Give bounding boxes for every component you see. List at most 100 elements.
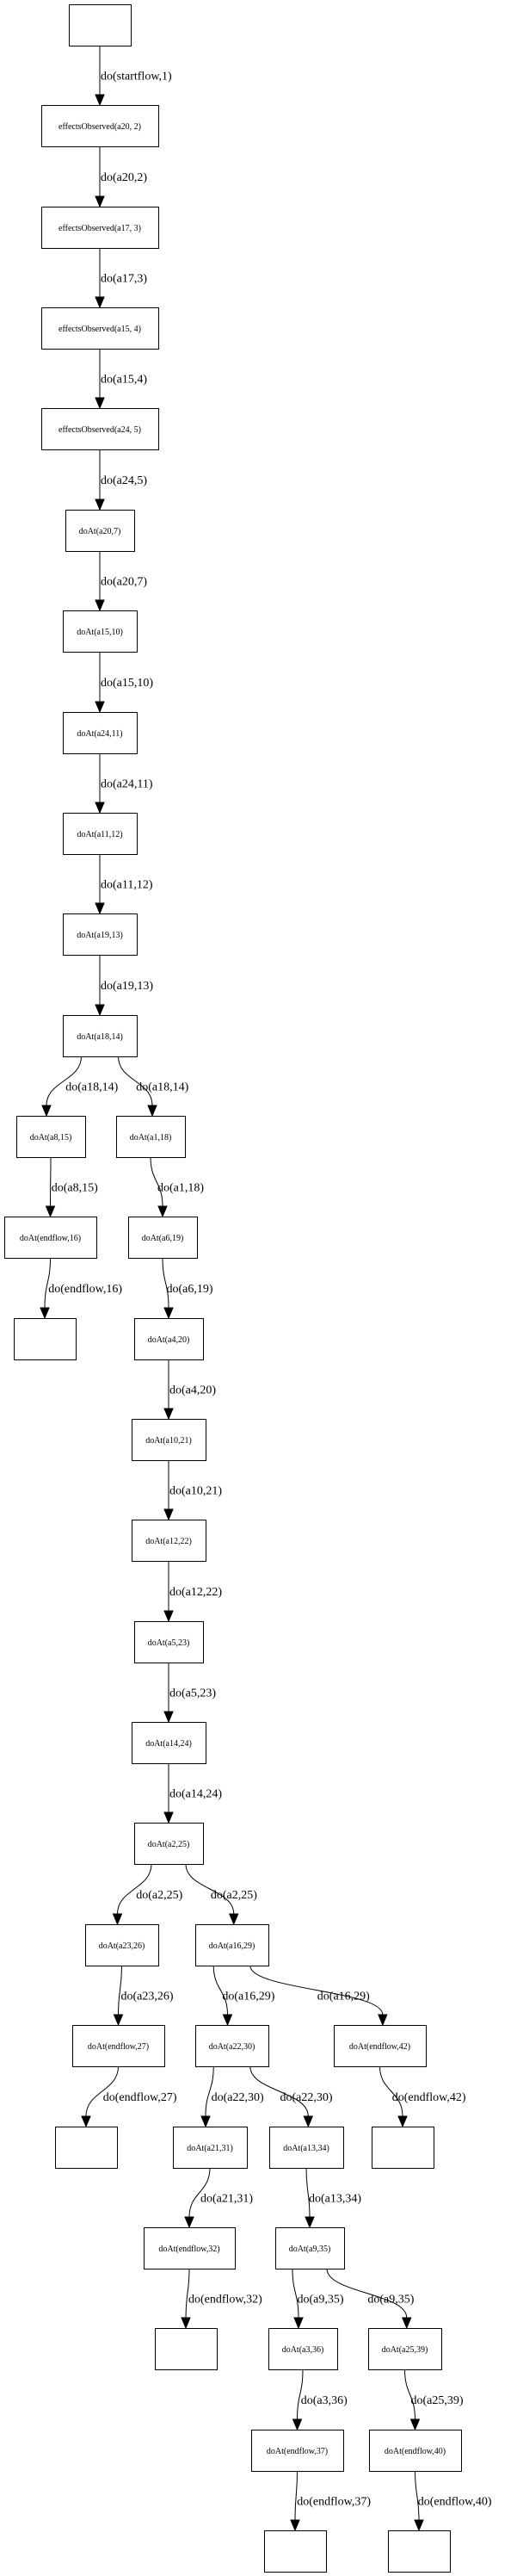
transition-edge: do(a10,21) — [163, 1460, 222, 1521]
state-node: doAt(a2,25) — [134, 1823, 204, 1865]
node-label: doAt(a13,34) — [283, 2144, 329, 2153]
node-box — [63, 610, 138, 653]
arrowhead-icon — [95, 701, 105, 714]
node-box — [116, 1116, 186, 1158]
state-node: doAt(a5,23) — [134, 1621, 204, 1663]
state-node: doAt(a25,39) — [368, 2328, 442, 2370]
arrowhead-icon — [112, 1913, 123, 1926]
transition-edge: do(a20,2) — [95, 146, 147, 208]
state-node: doAt(a10,21) — [132, 1419, 206, 1461]
node-box — [85, 1924, 159, 1966]
node-label: doAt(a18,14) — [77, 1032, 123, 1042]
transition-edge: do(endflow,16) — [40, 1257, 122, 1320]
transition-edge: do(a20,7) — [95, 550, 147, 612]
edge-label: do(a2,25) — [136, 1889, 182, 1902]
edge-label: do(a21,31) — [200, 2193, 253, 2206]
edge-label: do(a18,14) — [136, 1081, 188, 1094]
edge-line — [212, 1965, 228, 2016]
edge-label: do(a19,13) — [101, 980, 153, 993]
node-box — [65, 510, 135, 552]
edge-label: do(endflow,32) — [188, 2294, 262, 2307]
edge-line — [50, 1156, 52, 1207]
node-box — [63, 813, 138, 855]
node-box — [144, 2227, 236, 2269]
edge-label: do(a18,14) — [65, 1081, 118, 1094]
edge-label: do(a15,10) — [101, 677, 153, 690]
transition-edge: do(a6,19) — [162, 1257, 213, 1320]
node-box — [128, 1217, 198, 1259]
node-label: doAt(a22,30) — [209, 2042, 255, 2052]
node-label: doAt(a4,20) — [148, 1335, 190, 1345]
node-label: doAt(a14,24) — [145, 1739, 192, 1749]
node-label: doAt(endflow,40) — [385, 2447, 446, 2456]
node-label: doAt(a25,39) — [382, 2345, 428, 2355]
edge-label: do(a1,18) — [157, 1182, 204, 1195]
arrowhead-icon — [184, 2216, 194, 2229]
edges-layer: do(startflow,1)do(a20,2)do(a17,3)do(a15,… — [40, 45, 492, 2532]
state-node: doAt(a12,22) — [132, 1520, 206, 1562]
transition-edge: do(a22,30) — [200, 2065, 264, 2128]
state-node: effectsObserved(a15, 4) — [41, 307, 159, 350]
node-box — [195, 1924, 269, 1966]
arrowhead-icon — [163, 1408, 174, 1421]
transition-edge: do(a21,31) — [184, 2167, 253, 2229]
arrowhead-icon — [157, 1205, 168, 1218]
edge-label: do(a4,20) — [169, 1384, 216, 1397]
edge-line — [118, 1056, 153, 1106]
transition-edge: do(a4,20) — [163, 1359, 216, 1421]
edge-line — [326, 2268, 408, 2319]
edge-label: do(a25,39) — [411, 2394, 464, 2407]
node-box — [251, 2430, 344, 2472]
edge-line — [379, 2065, 403, 2117]
state-node: doAt(a9,35) — [275, 2227, 345, 2269]
arrowhead-icon — [200, 2115, 211, 2128]
node-box — [134, 1823, 204, 1865]
arrowhead-icon — [293, 2317, 304, 2330]
state-node: doAt(a23,26) — [85, 1924, 159, 1966]
terminal-node — [372, 2127, 434, 2169]
edge-label: do(a9,35) — [298, 2294, 344, 2307]
edge-line — [185, 2268, 190, 2319]
edge-label: do(startflow,1) — [101, 71, 172, 84]
node-label: doAt(a10,21) — [145, 1436, 192, 1446]
node-label: doAt(a8,15) — [30, 1133, 72, 1142]
node-label: doAt(a20,7) — [79, 527, 121, 536]
node-box — [63, 712, 138, 754]
arrowhead-icon — [81, 2115, 91, 2128]
edge-label: do(a10,21) — [169, 1485, 222, 1498]
state-node: doAt(a20,7) — [65, 510, 135, 552]
edge-line — [150, 1156, 163, 1207]
terminal-node — [55, 2127, 118, 2169]
edge-label: do(endflow,37) — [297, 2496, 371, 2509]
transition-edge: do(a2,25) — [185, 1863, 257, 1926]
state-node: doAt(a18,14) — [63, 1015, 138, 1057]
arrowhead-icon — [292, 2418, 303, 2431]
node-box — [369, 2430, 462, 2472]
edge-line — [292, 2268, 299, 2319]
node-box — [72, 2025, 165, 2067]
transition-edge: do(endflow,37) — [290, 2470, 371, 2532]
edge-label: do(endflow,27) — [103, 2091, 177, 2104]
node-box — [372, 2127, 434, 2169]
arrowhead-icon — [229, 1913, 239, 1926]
arrowhead-icon — [95, 599, 105, 612]
node-box — [69, 4, 132, 46]
node-box — [41, 105, 159, 147]
node-label: doAt(endflow,27) — [88, 2042, 149, 2052]
edge-label: do(a24,5) — [101, 474, 147, 487]
node-box — [388, 2530, 451, 2573]
transition-edge: do(a22,30) — [249, 2065, 333, 2128]
state-node: doAt(a11,12) — [63, 813, 138, 855]
edge-label: do(a11,12) — [101, 879, 153, 892]
transition-edge: do(a12,22) — [163, 1561, 222, 1623]
edge-label: do(a9,35) — [367, 2294, 414, 2307]
arrowhead-icon — [163, 1610, 174, 1623]
state-node: doAt(a4,20) — [134, 1318, 204, 1360]
node-label: doAt(endflow,32) — [158, 2245, 219, 2254]
transition-edge: do(a13,34) — [305, 2167, 361, 2229]
arrowhead-icon — [147, 1105, 157, 1118]
edge-label: do(a22,30) — [212, 2091, 264, 2104]
edge-label: do(endflow,16) — [48, 1283, 122, 1296]
node-label: doAt(a9,35) — [289, 2245, 331, 2254]
node-box — [275, 2227, 345, 2269]
